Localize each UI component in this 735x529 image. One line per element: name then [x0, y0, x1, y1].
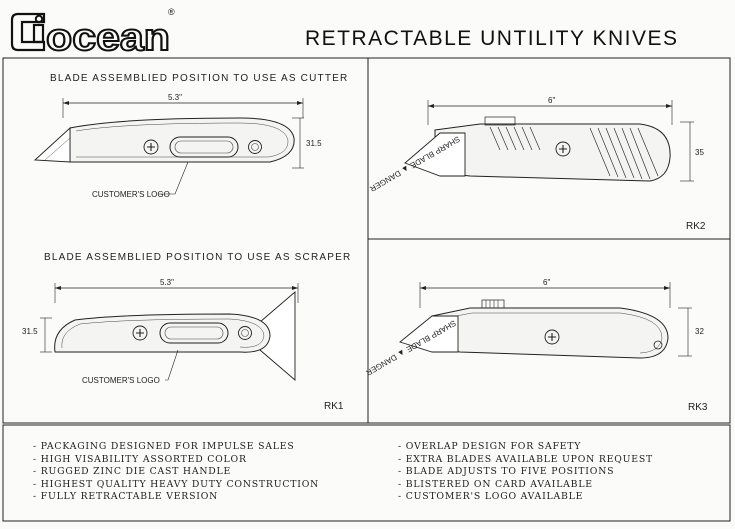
feature-item: - HIGH VISABILITY ASSORTED COLOR — [33, 453, 247, 465]
feature-item: - OVERLAP DESIGN FOR SAFETY — [398, 441, 582, 452]
rk1-cutter-drawing — [33, 98, 304, 195]
rk3-height: 32 — [695, 327, 704, 336]
feature-item: - FULLY RETRACTABLE VERSION — [33, 491, 219, 503]
rk1-cutter-caption: BLADE ASSEMBLIED POSITION TO USE AS CUTT… — [50, 73, 349, 84]
features-right-list: - OVERLAP DESIGN FOR SAFETY - EXTRA BLAD… — [398, 441, 653, 504]
feature-item: - PACKAGING DESIGNED FOR IMPULSE SALES — [33, 441, 295, 452]
rk3-code: RK3 — [688, 402, 708, 413]
rk1-cutter-logo-note: CUSTOMER'S LOGO — [92, 190, 170, 199]
rk2-code: RK2 — [686, 221, 706, 232]
feature-item: - CUSTOMER'S LOGO AVAILABLE — [398, 491, 584, 503]
rk2-drawing: SHARP BLADE ▲ DANGER — [368, 100, 694, 193]
registered-mark: ® — [168, 7, 175, 17]
rk1-scraper-drawing — [40, 283, 299, 381]
rk1-cutter-length: 5.3" — [168, 93, 182, 102]
rk3-length: 6" — [543, 278, 550, 287]
page-title: RETRACTABLE UNTILITY KNIVES — [305, 27, 679, 50]
feature-item: - BLADE ADJUSTS TO FIVE POSITIONS — [398, 466, 615, 478]
feature-item: - EXTRA BLADES AVAILABLE UPON REQUEST — [398, 453, 654, 465]
rk1-scraper-length: 5.3" — [160, 278, 174, 287]
feature-item: - BLISTERED ON CARD AVAILABLE — [398, 478, 593, 490]
rk1-scraper-caption: BLADE ASSEMBLIED POSITION TO USE AS SCRA… — [44, 252, 352, 263]
rk3-drawing: SHARP BLADE ▲ DANGER — [364, 282, 692, 377]
rk1-scraper-height: 31.5 — [22, 327, 38, 336]
rk1-code: RK1 — [324, 401, 344, 412]
rk1-cutter-height: 31.5 — [306, 139, 322, 148]
features-left-list: - PACKAGING DESIGNED FOR IMPULSE SALES -… — [33, 441, 319, 504]
rk1-scraper-logo-note: CUSTOMER'S LOGO — [82, 376, 160, 385]
feature-item: - HIGHEST QUALITY HEAVY DUTY CONSTRUCTIO… — [33, 478, 320, 490]
ocean-logo: ocean ® — [10, 7, 175, 56]
logo-wordmark: ocean — [46, 17, 170, 56]
rk2-height: 35 — [695, 148, 704, 157]
rk2-length: 6" — [548, 96, 555, 105]
feature-item: - RUGGED ZINC DIE CAST HANDLE — [33, 466, 232, 478]
